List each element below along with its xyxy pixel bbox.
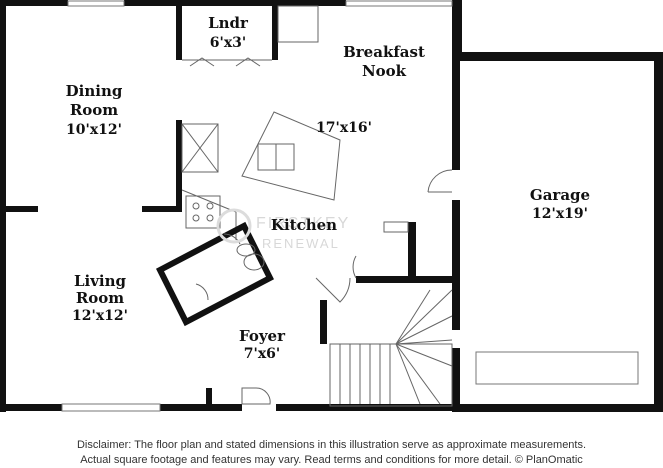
disclaimer-line1: Disclaimer: The floor plan and stated di… xyxy=(76,439,587,451)
front-door xyxy=(241,387,271,405)
laundry-name: Lndr xyxy=(208,14,249,32)
north-wall-a xyxy=(0,0,68,6)
half-bath-wall xyxy=(156,221,274,327)
disclaimer-line2: Actual square footage and features may v… xyxy=(80,454,583,466)
dining-name-2: Room xyxy=(70,101,118,119)
doors xyxy=(241,169,453,405)
south-wall-a xyxy=(0,404,62,411)
north-wall-b xyxy=(124,0,346,6)
dining-living-wall-b xyxy=(142,206,182,212)
stove-icon xyxy=(185,195,221,229)
garage-dims: 12'x19' xyxy=(532,206,588,222)
interior-walls xyxy=(6,6,456,408)
kitchen-west-wall xyxy=(176,120,182,206)
breakfast-name-1: Breakfast xyxy=(343,43,425,61)
kitchen-dims: 17'x16' xyxy=(316,120,372,136)
south-wall-c xyxy=(276,404,462,411)
garage-name: Garage xyxy=(530,186,590,204)
watermark-logo-icon xyxy=(216,208,252,244)
south-wall-b xyxy=(160,404,242,411)
window-dining xyxy=(67,0,125,7)
closet-door xyxy=(383,221,409,233)
garage-north-wall xyxy=(452,52,663,61)
toilet-icon xyxy=(243,253,265,271)
half-bath xyxy=(156,221,274,327)
garage-door xyxy=(475,351,639,385)
garage-west-wall-b xyxy=(452,200,460,330)
foyer-dims: 7'x6' xyxy=(244,346,280,362)
stair-wall xyxy=(320,300,327,344)
dining-dims: 10'x12' xyxy=(66,122,122,138)
garage-entry-door xyxy=(427,169,453,193)
foyer-stub-wall xyxy=(206,388,212,408)
dining-name-1: Dining xyxy=(66,82,123,100)
west-wall xyxy=(0,0,6,412)
sink-bath-icon xyxy=(236,243,256,257)
stairs xyxy=(329,289,453,407)
kitchen-name: Kitchen xyxy=(271,216,337,234)
exterior-walls xyxy=(0,0,663,412)
dining-living-wall-a xyxy=(6,206,38,212)
breakfast-name-2: Nook xyxy=(362,62,407,80)
garage-east-wall xyxy=(654,52,663,412)
watermark-line2: RENEWAL xyxy=(262,236,340,251)
living-dims: 12'x12' xyxy=(72,308,128,324)
watermark: FIRSTKEY RENEWAL xyxy=(216,208,350,251)
fridge-nook xyxy=(277,5,319,43)
room-labels: Lndr 6'x3' Breakfast Nook 17'x16' Kitche… xyxy=(66,14,590,362)
window-living xyxy=(61,403,161,412)
north-wall-c xyxy=(452,0,462,60)
kitchen-island xyxy=(241,111,341,201)
laundry-east-wall xyxy=(272,6,278,60)
foyer-name: Foyer xyxy=(239,327,286,345)
hall-door xyxy=(315,277,351,303)
laundry-west-wall xyxy=(176,6,182,60)
garage-west-wall-a xyxy=(452,60,460,170)
window-nook xyxy=(345,0,453,7)
living-name-2: Room xyxy=(76,289,124,307)
laundry-dims: 6'x3' xyxy=(210,35,246,51)
counter-west xyxy=(181,123,219,173)
hall-wall xyxy=(356,276,456,283)
watermark-line1: FIRSTKEY xyxy=(256,215,350,232)
laundry-doors xyxy=(182,57,272,67)
garage-west-wall-c xyxy=(452,348,460,408)
garage-south-wall xyxy=(452,404,663,412)
kitchen-fixtures xyxy=(181,5,341,240)
windows xyxy=(61,0,639,412)
kitchen-hall-wall xyxy=(408,222,416,278)
living-name-1: Living xyxy=(74,272,127,290)
